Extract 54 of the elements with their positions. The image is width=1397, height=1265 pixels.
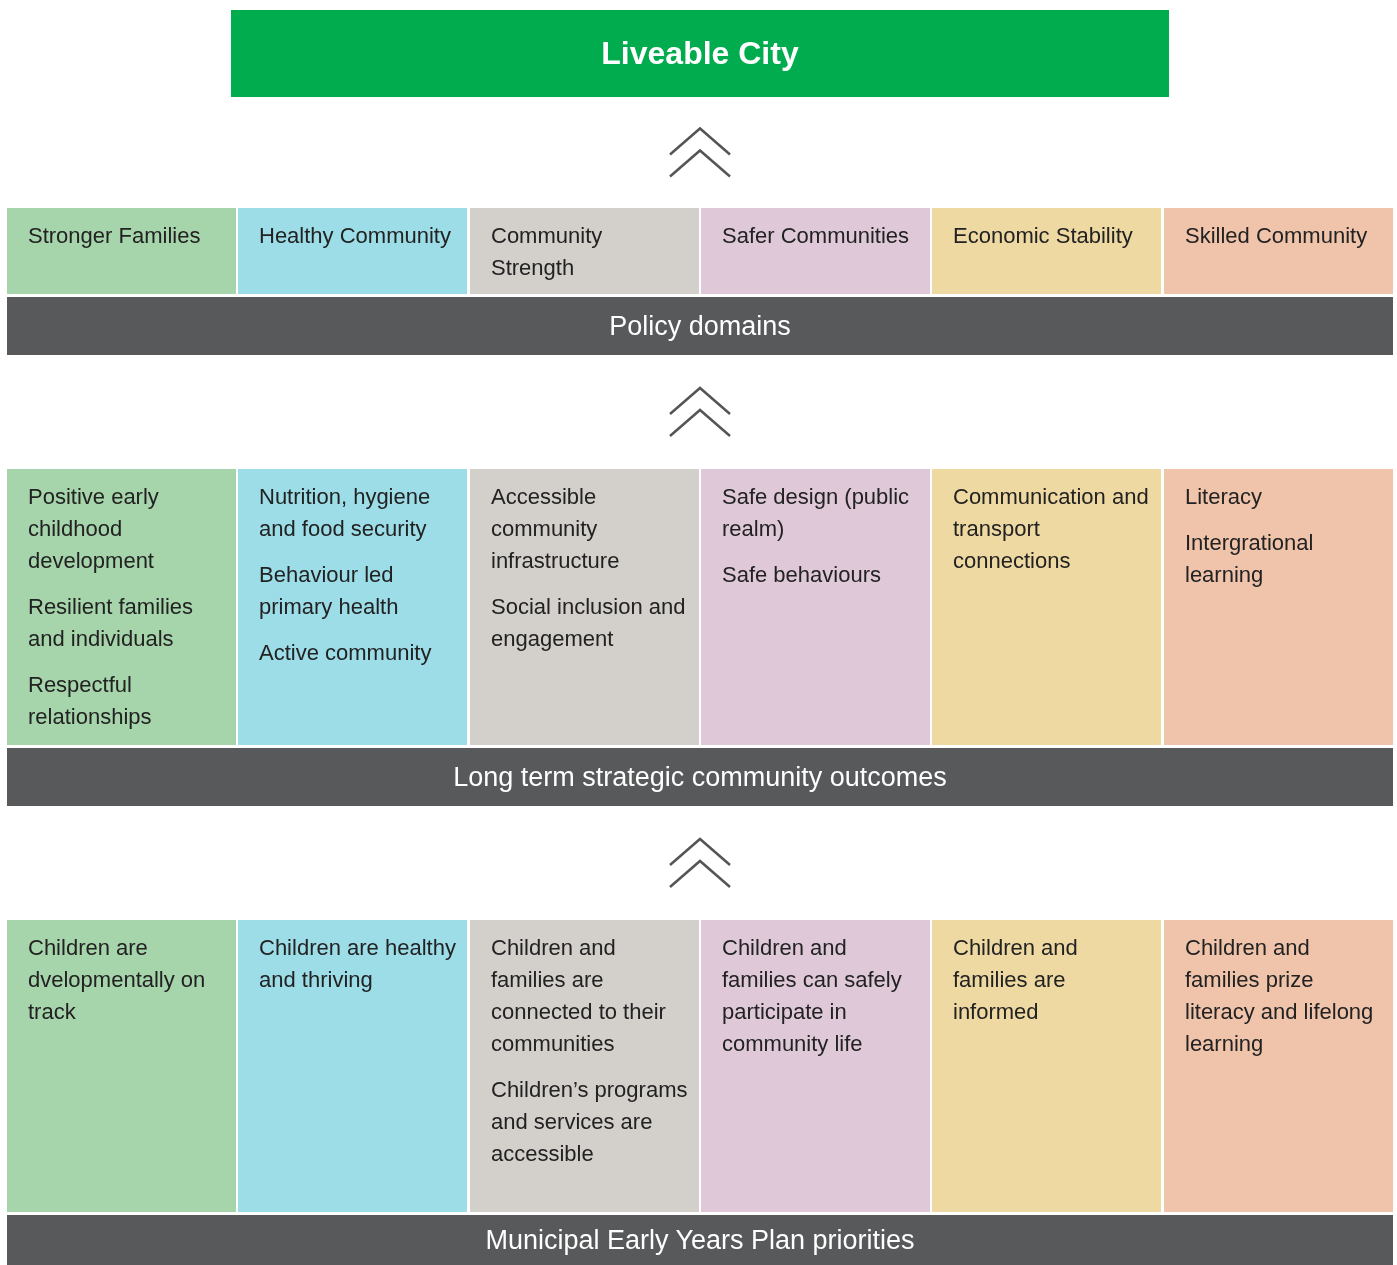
cell-text: Respectful relationships: [28, 671, 153, 731]
category-cell: [1164, 469, 1393, 745]
cell-text: Skilled Community: [1185, 222, 1369, 250]
cell-text: Resilient families and individuals: [28, 593, 195, 653]
cell-text: Accessible community infrastructure: [491, 483, 621, 575]
cell-text: Stronger Families: [28, 222, 202, 250]
cell-text: Active community: [259, 639, 433, 667]
cell-text: Safe behaviours: [722, 561, 882, 589]
tier-heading: Long term strategic community outcomes: [7, 748, 1393, 806]
category-cell: [1164, 208, 1393, 294]
tier-panel: [7, 920, 1393, 1265]
double-chevron-arrow: [668, 837, 732, 889]
category-cell: [238, 208, 467, 294]
cell-text: Social inclusion and engagement: [491, 593, 687, 653]
cell-text: Positive early childhood development: [28, 483, 160, 575]
category-cell: [470, 208, 699, 294]
cell-text: Communication and transport connections: [953, 483, 1150, 575]
cell-text: Children are dvelopmentally on track: [28, 934, 207, 1026]
category-cell: [701, 920, 930, 1212]
category-cell: [932, 208, 1161, 294]
cell-text: Intergrational learning: [1185, 529, 1315, 589]
category-cell: [470, 920, 699, 1212]
tier-heading: Municipal Early Years Plan priorities: [7, 1215, 1393, 1265]
cell-text: Children and families can safely participate in community life: [722, 934, 903, 1058]
category-cell: [7, 208, 236, 294]
category-cell: [238, 469, 467, 745]
cell-text: Community Strength: [491, 222, 604, 282]
category-cell: [7, 469, 236, 745]
category-cell: [701, 469, 930, 745]
cell-text: Behaviour led primary health: [259, 561, 400, 621]
category-cell: [932, 920, 1161, 1212]
cell-text: Children and families prize literacy and lifelong learning: [1185, 934, 1375, 1058]
cell-text: Literacy: [1185, 483, 1264, 511]
category-cell: [7, 920, 236, 1212]
cell-text: Nutrition, hygiene and food security: [259, 483, 432, 543]
category-cell: [470, 469, 699, 745]
tier-panel: [7, 469, 1393, 806]
category-cell: [932, 469, 1161, 745]
cell-text: Safer Communities: [722, 222, 911, 250]
cell-text: Children and families are informed: [953, 934, 1079, 1026]
tier-panel: [7, 208, 1393, 355]
category-cell: [238, 920, 467, 1212]
cell-text: Children’s programs and services are accessible: [491, 1076, 689, 1168]
cell-text: Safe design (public realm): [722, 483, 911, 543]
category-cell: [1164, 920, 1393, 1212]
tier-heading: Policy domains: [7, 297, 1393, 355]
cell-text: Economic Stability: [953, 222, 1134, 250]
cell-text: Children are healthy and thriving: [259, 934, 457, 994]
double-chevron-arrow: [668, 386, 732, 438]
double-chevron-arrow: [668, 126, 732, 178]
goal-banner: Liveable City: [231, 10, 1169, 97]
cell-text: Healthy Community: [259, 222, 452, 250]
cell-text: Children and families are connected to their communities: [491, 934, 667, 1058]
category-cell: [701, 208, 930, 294]
